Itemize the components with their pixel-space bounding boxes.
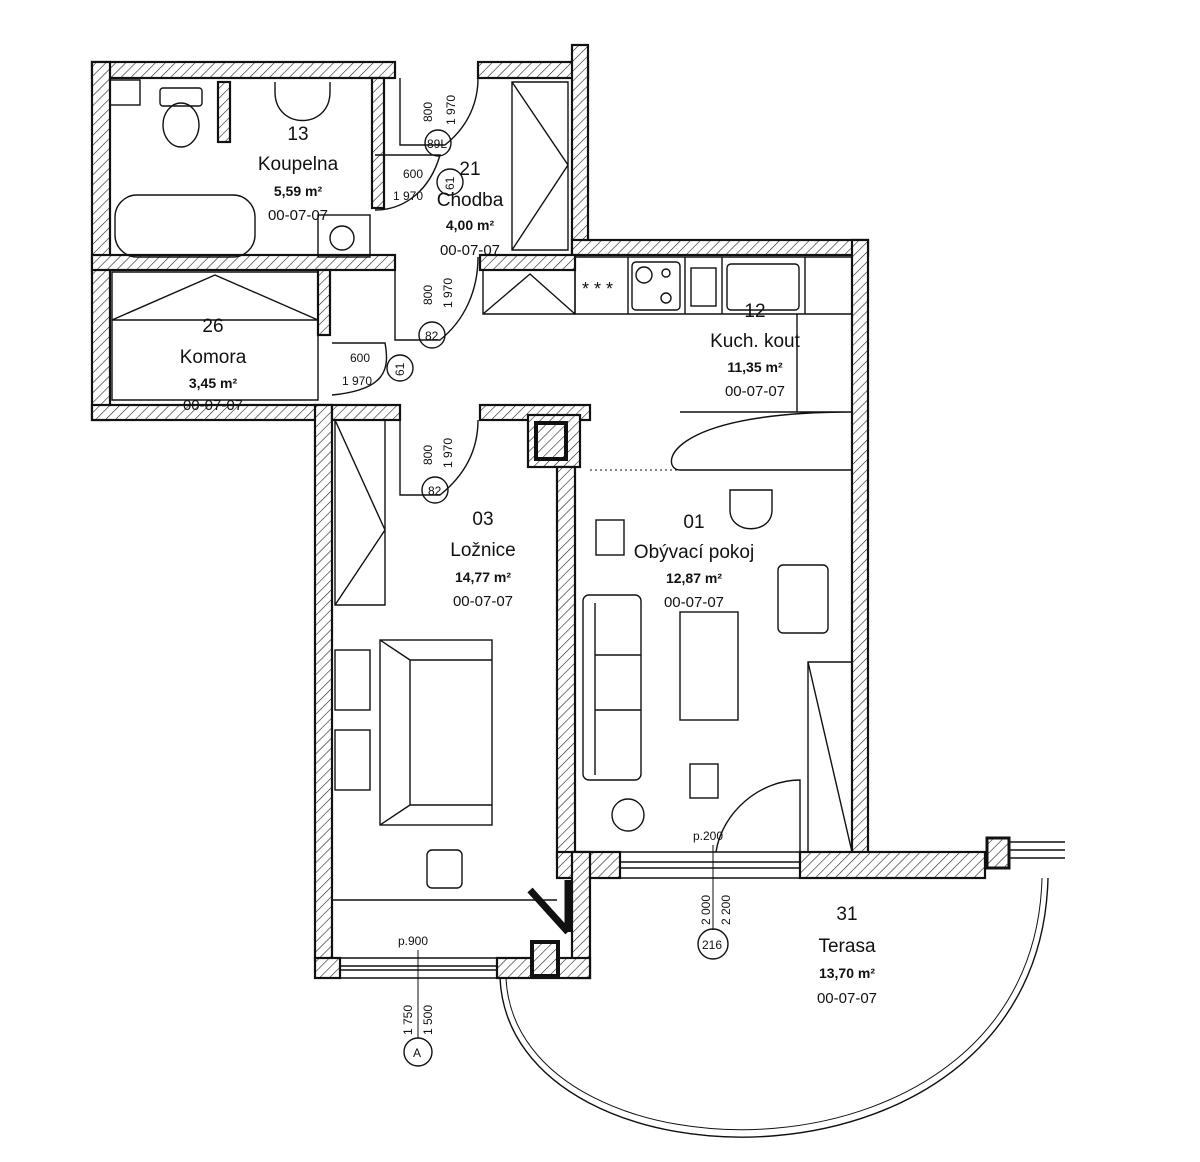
room-name: Chodba — [437, 190, 504, 211]
room-code: 00-07-07 — [725, 383, 785, 400]
room-number: 31 — [836, 904, 857, 925]
room-area: 12,87 m² — [666, 570, 722, 586]
door-width: 600 — [350, 351, 370, 365]
door-height: 1 970 — [441, 438, 455, 468]
room-number: 01 — [683, 512, 704, 533]
kitchen-symbols: * * * — [582, 279, 613, 299]
room-label-kuchynsky-kout: 12 Kuch. kout 11,35 m² 00-07-07 — [710, 301, 800, 400]
window-tag: A — [413, 1046, 421, 1060]
door-tag: 82 — [428, 484, 442, 498]
door-width: 2 000 — [699, 895, 713, 925]
window-width: 1 750 — [401, 1005, 415, 1035]
room-number: 26 — [202, 316, 223, 337]
room-area: 11,35 m² — [727, 359, 783, 375]
room-label-terasa: 31 Terasa 13,70 m² 00-07-07 — [817, 904, 877, 1007]
door-width: 800 — [421, 285, 435, 305]
terrace-outline — [499, 877, 1049, 1138]
room-label-komora: 26 Komora 3,45 m² 00-07-07 — [180, 316, 247, 414]
room-area: 13,70 m² — [819, 965, 875, 981]
door-width: 600 — [403, 167, 423, 181]
room-area: 5,59 m² — [274, 183, 323, 199]
room-code: 00-07-07 — [664, 594, 724, 611]
door-labels: 800 1 970 89L 600 1 970 61 800 1 970 82 … — [342, 95, 733, 1067]
door-height: 1 970 — [444, 95, 458, 125]
door-height: 1 970 — [393, 189, 423, 203]
room-name: Obývací pokoj — [634, 542, 754, 563]
door-tag: 216 — [702, 938, 722, 952]
door-sill: p.200 — [693, 829, 723, 843]
room-code: 00-07-07 — [440, 242, 500, 259]
door-tag: 61 — [443, 176, 457, 190]
door-width: 800 — [421, 445, 435, 465]
door-height: 2 200 — [719, 895, 733, 925]
door-width: 800 — [421, 102, 435, 122]
room-name: Ložnice — [450, 540, 516, 561]
room-code: 00-07-07 — [817, 990, 877, 1007]
room-name: Terasa — [818, 936, 875, 957]
door-tag: 61 — [393, 362, 407, 376]
room-label-loznice: 03 Ložnice 14,77 m² 00-07-07 — [450, 509, 516, 610]
room-area: 4,00 m² — [446, 217, 495, 233]
door-swings — [331, 77, 479, 496]
room-area: 3,45 m² — [189, 375, 238, 391]
fixtures — [109, 79, 853, 901]
walls — [90, 43, 1065, 980]
room-name: Kuch. kout — [710, 331, 800, 352]
room-number: 12 — [744, 301, 765, 322]
door-tag: 89L — [427, 137, 447, 151]
room-name: Koupelna — [258, 154, 339, 175]
door-height: 1 970 — [441, 278, 455, 308]
door-height: 1 970 — [342, 374, 372, 388]
room-label-chodba: 21 Chodba 4,00 m² 00-07-07 — [437, 159, 504, 259]
room-label-obyvaci-pokoj: 01 Obývací pokoj 12,87 m² 00-07-07 — [634, 512, 754, 611]
window-height: 1 500 — [421, 1005, 435, 1035]
room-label-koupelna: 13 Koupelna 5,59 m² 00-07-07 — [258, 124, 339, 224]
room-code: 00-07-07 — [268, 207, 328, 224]
door-tag: 82 — [425, 329, 439, 343]
room-number: 21 — [459, 159, 480, 180]
room-number: 13 — [287, 124, 308, 145]
room-number: 03 — [472, 509, 493, 530]
window-sill: p.900 — [398, 934, 428, 948]
room-name: Komora — [180, 347, 247, 368]
room-code: 00-07-07 — [453, 593, 513, 610]
room-area: 14,77 m² — [455, 569, 511, 585]
room-code: 00-07-07 — [183, 397, 243, 414]
